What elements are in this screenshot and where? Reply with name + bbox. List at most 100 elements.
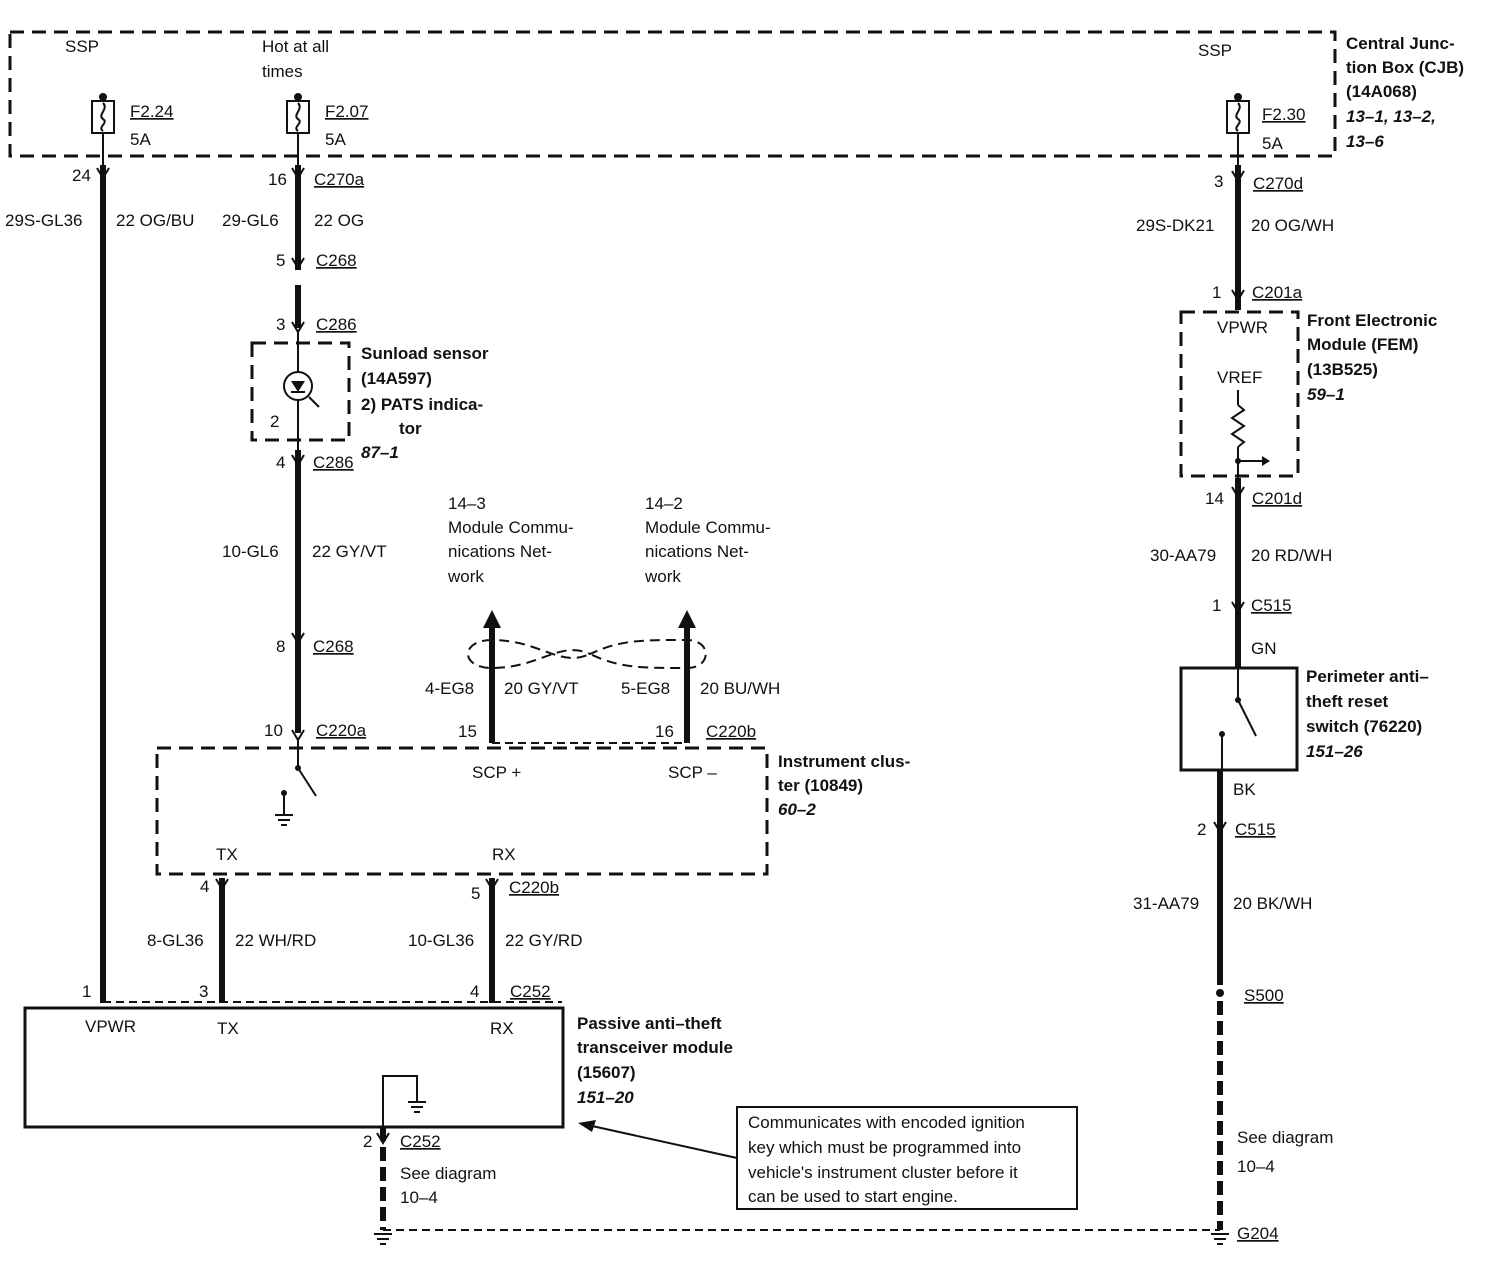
- cluster-rx: RX: [492, 845, 516, 864]
- ground-icon: [275, 814, 293, 826]
- wire-right-see-line1: See diagram: [1237, 1128, 1333, 1147]
- cluster-title-line1: Instrument clus-: [778, 752, 910, 771]
- c201a-pin: 1: [1212, 283, 1221, 302]
- fuse-icon: [100, 102, 106, 132]
- callout-note: Communicates with encoded ignition key w…: [578, 1106, 1078, 1210]
- network-right-line2: nications Net-: [645, 542, 749, 561]
- fuse-f2-07: F2.07 5A: [286, 93, 368, 165]
- wire-right-circuit2: 30-AA79: [1150, 546, 1216, 565]
- network-left-pin: 15: [458, 722, 477, 741]
- wire-right-gauge-color: 20 OG/WH: [1251, 216, 1334, 235]
- sunload-part-number: (14A597): [361, 369, 432, 388]
- splice-label: S500: [1244, 986, 1284, 1005]
- pats-pin-vpwr: 1: [82, 982, 91, 1001]
- wire-tx-pin-top: 4: [200, 877, 209, 896]
- sunload-sensor: 2 Sunload sensor (14A597) 2) PATS indica…: [250, 332, 489, 462]
- wire-tx-gauge-color: 22 WH/RD: [235, 931, 316, 950]
- arrow-left-icon: [578, 1120, 596, 1132]
- front-electronic-module: VPWR VREF Front Electronic Module (FEM) …: [1179, 310, 1437, 478]
- cjb-title-line1: Central Junc-: [1346, 34, 1455, 53]
- wire-left-gauge-color: 22 OG/BU: [116, 211, 194, 230]
- fem-vref: VREF: [1217, 368, 1262, 387]
- reset-switch-title-line2: theft reset: [1306, 692, 1389, 711]
- wire-tx: 4 8-GL36 22 WH/RD 3: [147, 877, 316, 1003]
- fuse-f2-30-rating: 5A: [1262, 134, 1283, 153]
- pats-gnd-pin: 2: [363, 1132, 372, 1151]
- wire-right-circuit3: 31-AA79: [1133, 894, 1199, 913]
- wire-right: 3 C270d 29S-DK21 20 OG/WH 1 C201a 14 C20…: [1133, 165, 1334, 1245]
- resistor-icon: [1230, 404, 1246, 448]
- sunload-note-line2: tor: [399, 419, 422, 438]
- cluster-scp-minus: SCP –: [668, 763, 717, 782]
- c286-bottom-pin: 4: [276, 453, 285, 472]
- network-right-line1: Module Commu-: [645, 518, 771, 537]
- c270a-label: C270a: [314, 170, 365, 189]
- sunload-title: Sunload sensor: [361, 344, 489, 363]
- pats-part-number: (15607): [577, 1063, 636, 1082]
- pats-outline: [23, 1006, 565, 1129]
- fem-title-line1: Front Electronic: [1307, 311, 1437, 330]
- arrow-up-icon: [483, 610, 501, 628]
- wire-center-gauge-color: 22 OG: [314, 211, 364, 230]
- c515-top-label: C515: [1251, 596, 1292, 615]
- cjb-hot-line2: times: [262, 62, 303, 81]
- splice-dot: [1216, 989, 1224, 997]
- c268-bottom-pin: 8: [276, 637, 285, 656]
- wire-center-gauge-color2: 22 GY/VT: [312, 542, 387, 561]
- network-right-pin: 16: [655, 722, 674, 741]
- switch-icon: [1237, 699, 1257, 737]
- network-right-connector: C220b: [706, 722, 756, 741]
- network-left-gauge-color: 20 GY/VT: [504, 679, 579, 698]
- cjb-part-number: (14A068): [1346, 82, 1417, 101]
- wire-tx-pin-bottom: 3: [199, 982, 208, 1001]
- pats-ref: 151–20: [577, 1088, 634, 1107]
- cjb-ssp-right: SSP: [1198, 41, 1232, 60]
- network-left: 14–3 Module Commu- nications Net- work 4…: [425, 494, 579, 743]
- fuse-f2-24: F2.24 5A: [91, 93, 173, 165]
- c270a-pin: 16: [268, 170, 287, 189]
- pats-title-line1: Passive anti–theft: [577, 1014, 722, 1033]
- pats-rx: RX: [490, 1019, 514, 1038]
- cluster-title-line2: ter (10849): [778, 776, 863, 795]
- sunload-pin: 2: [270, 412, 279, 431]
- c270d-pin: 3: [1214, 172, 1223, 191]
- ground-g204-label: G204: [1237, 1224, 1279, 1243]
- fuse-f2-30-id: F2.30: [1262, 105, 1305, 124]
- c268-bottom-label: C268: [313, 637, 354, 656]
- fuse-f2-07-rating: 5A: [325, 130, 346, 149]
- wire-rx-circuit: 10-GL36: [408, 931, 474, 950]
- pats-gnd-connector: C252: [400, 1132, 441, 1151]
- fem-vpwr: VPWR: [1217, 318, 1268, 337]
- twisted-pair-icon: [467, 638, 707, 670]
- callout-line3: vehicle's instrument cluster before it: [748, 1163, 1018, 1182]
- pats-tx: TX: [217, 1019, 239, 1038]
- pats-see-line1: See diagram: [400, 1164, 496, 1183]
- network-left-line2: nications Net-: [448, 542, 552, 561]
- wire-rx-connector-top: C220b: [509, 878, 559, 897]
- wire-center-circuit2: 10-GL6: [222, 542, 279, 561]
- fem-part-number: (13B525): [1307, 360, 1378, 379]
- fuse-icon: [1235, 102, 1241, 132]
- wire-rx-gauge-color: 22 GY/RD: [505, 931, 582, 950]
- fem-outline: [1179, 310, 1300, 478]
- fuse-f2-07-id: F2.07: [325, 102, 368, 121]
- c515-top-pin: 1: [1212, 596, 1221, 615]
- network-right-circuit: 5-EG8: [621, 679, 670, 698]
- fuse-f2-30: F2.30 5A: [1226, 93, 1305, 165]
- wire-center: 16 C270a 29-GL6 22 OG 5 C268 3 C286 4 C2…: [222, 165, 387, 742]
- wire-rx-connector-bottom: C252: [510, 982, 551, 1001]
- fem-ref: 59–1: [1307, 385, 1345, 404]
- wire-right-bk: BK: [1233, 780, 1256, 799]
- c515-bottom-label: C515: [1235, 820, 1276, 839]
- wire-left-vpwr: 24 29S-GL36 22 OG/BU: [5, 165, 194, 1003]
- switch-icon: [297, 767, 317, 797]
- c201d-label: C201d: [1252, 489, 1302, 508]
- c286-bottom-label: C286: [313, 453, 354, 472]
- c220a-label: C220a: [316, 721, 367, 740]
- cluster-outline: [155, 746, 769, 876]
- wire-center-circuit: 29-GL6: [222, 211, 279, 230]
- c270d-label: C270d: [1253, 174, 1303, 193]
- cjb-refs-line1: 13–1, 13–2,: [1346, 107, 1436, 126]
- cjb-refs-line2: 13–6: [1346, 132, 1384, 151]
